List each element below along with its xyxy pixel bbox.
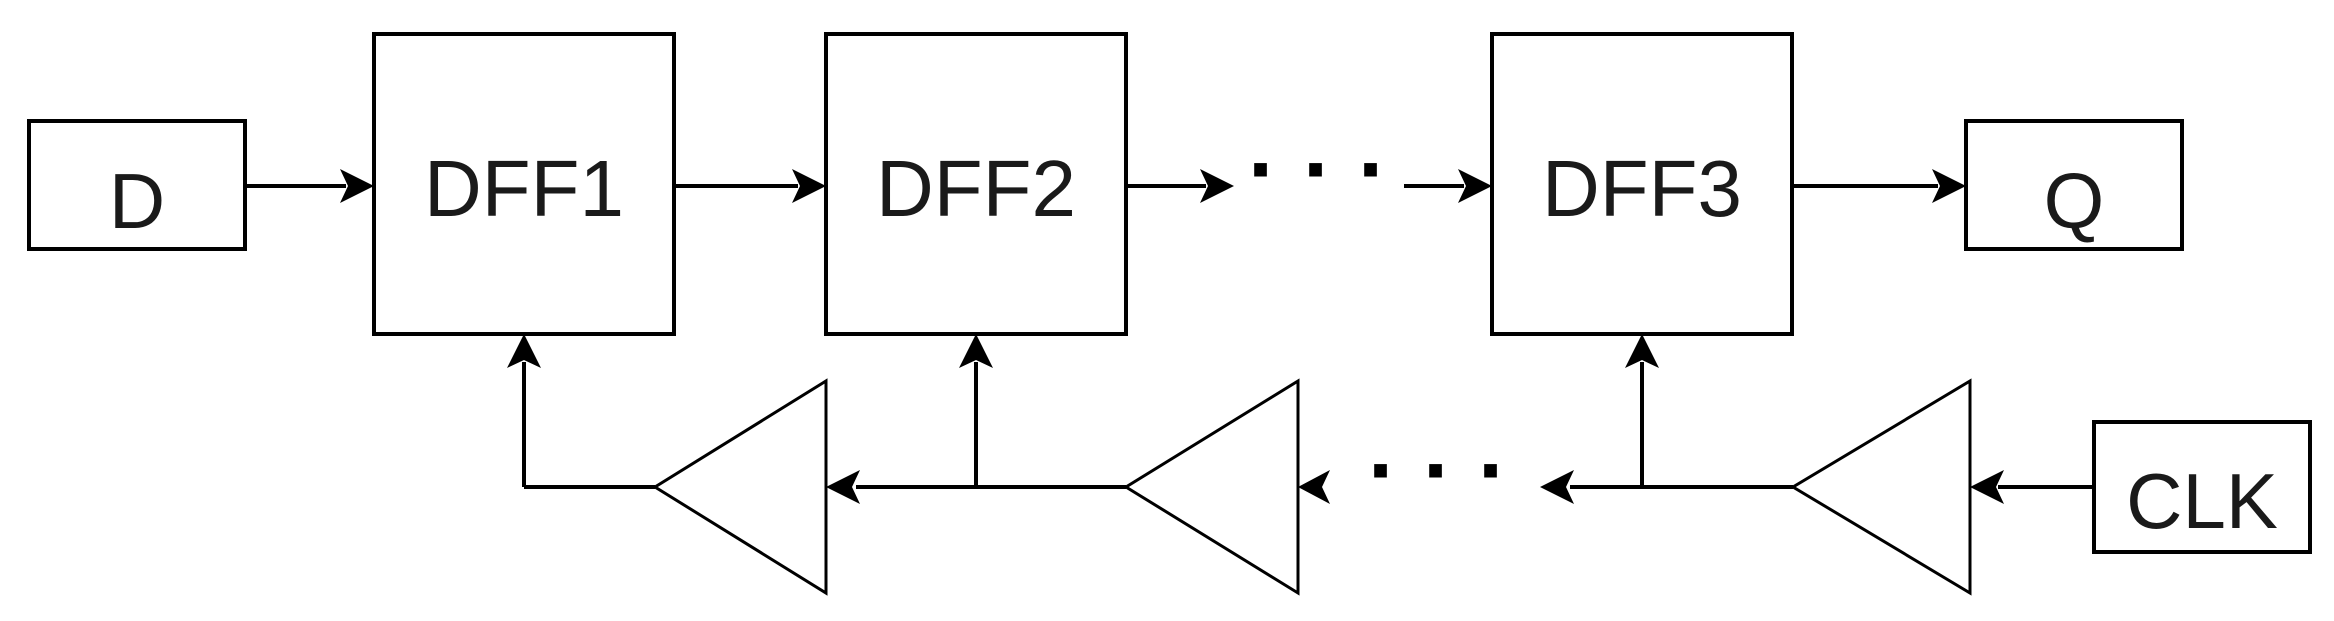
data-wire-dff1-to-dff2: [674, 169, 826, 203]
clock-wire-buffer1-to-dff1: [507, 334, 655, 489]
data-wire-dff3-to-q: [1792, 169, 1966, 203]
clk-label: CLK: [2126, 457, 2278, 545]
data-wire-ellipsis-to-dff3: [1404, 169, 1492, 203]
clock-ellipsis: · · ·: [1368, 421, 1508, 521]
dff2-block: DFF2: [824, 32, 1128, 336]
clock-buffer-1: [652, 378, 828, 596]
clock-wire-junction-to-ellipsis: [1540, 470, 1642, 504]
data-wire-dff2-to-ellipsis: [1126, 169, 1234, 203]
data-wire-d-to-dff1: [245, 169, 374, 203]
clock-buffer-2: [1123, 378, 1300, 596]
dff1-label: DFF1: [424, 144, 624, 233]
input-d-label: D: [109, 157, 165, 245]
dff1-block: DFF1: [372, 32, 676, 336]
output-q-block: Q: [1964, 119, 2184, 251]
clock-wire-buffer3-to-dff3: [1625, 334, 1793, 489]
clock-wire-clk-to-buffer3: [1970, 470, 2094, 504]
clock-wire-ellipsis-to-buffer2: [1298, 470, 1330, 504]
clk-block: CLK: [2092, 420, 2312, 554]
data-ellipsis: · · ·: [1248, 120, 1388, 220]
dff3-block: DFF3: [1490, 32, 1794, 336]
clock-buffer-3: [1790, 378, 1972, 596]
input-d-block: D: [27, 119, 247, 251]
output-q-label: Q: [2044, 157, 2105, 245]
dff3-label: DFF3: [1542, 144, 1742, 233]
clock-wire-buffer2-to-dff2: [959, 334, 1126, 489]
clock-wire-junction-to-buffer1: [826, 470, 976, 504]
dff2-label: DFF2: [876, 144, 1076, 233]
